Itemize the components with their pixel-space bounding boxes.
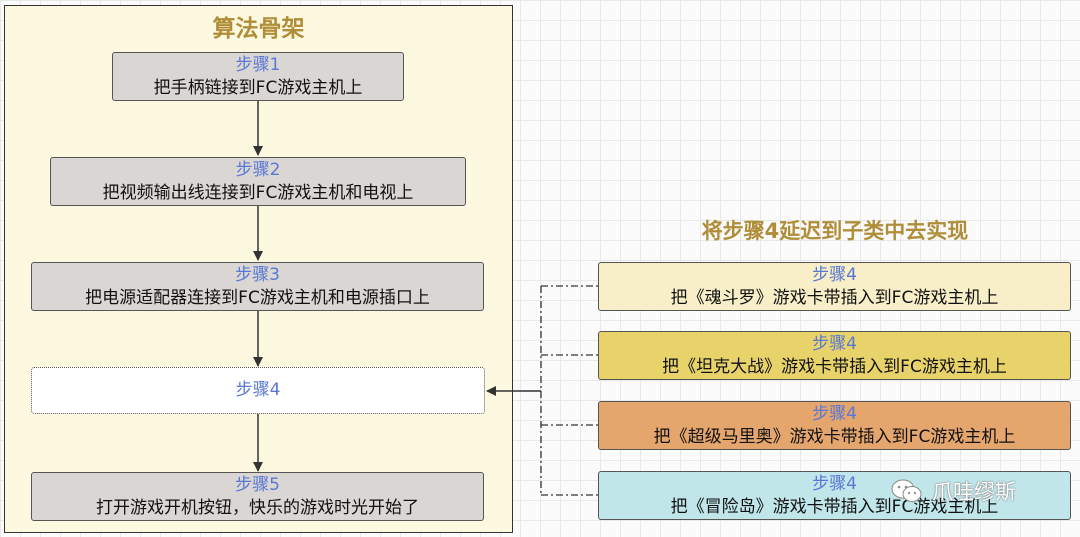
watermark-text: 爪哇缪斯 bbox=[932, 480, 1016, 504]
step-label: 步骤5 bbox=[235, 474, 280, 495]
step-description: 把《冒险岛》游戏卡带插入到FC游戏主机上 bbox=[670, 496, 999, 517]
step-label: 步骤4 bbox=[812, 264, 857, 285]
step-description: 把手柄链接到FC游戏主机上 bbox=[153, 77, 363, 98]
step-label: 步骤4 bbox=[812, 333, 857, 354]
step5-box: 步骤5 打开游戏开机按钮，快乐的游戏时光开始了 bbox=[31, 472, 484, 521]
step-label: 步骤1 bbox=[235, 54, 281, 75]
frame-title: 算法骨架 bbox=[212, 16, 305, 42]
wechat-icon bbox=[891, 479, 922, 502]
impl-tank-box: 步骤4 把《坦克大战》游戏卡带插入到FC游戏主机上 bbox=[598, 331, 1071, 380]
step-label: 步骤2 bbox=[235, 159, 281, 180]
step-description: 把视频输出线连接到FC游戏主机和电视上 bbox=[102, 182, 414, 203]
implementations-title: 将步骤4延迟到子类中去实现 bbox=[701, 219, 969, 243]
step3-box: 步骤3 把电源适配器连接到FC游戏主机和电源插口上 bbox=[31, 262, 484, 311]
step-label: 步骤4 bbox=[235, 380, 281, 400]
impl-mario-box: 步骤4 把《超级马里奥》游戏卡带插入到FC游戏主机上 bbox=[598, 401, 1071, 450]
step-description: 打开游戏开机按钮，快乐的游戏时光开始了 bbox=[96, 497, 419, 518]
step-label: 步骤4 bbox=[812, 403, 857, 424]
step-description: 把电源适配器连接到FC游戏主机和电源插口上 bbox=[85, 287, 430, 308]
step-description: 把《魂斗罗》游戏卡带插入到FC游戏主机上 bbox=[670, 287, 999, 308]
step4-abstract-box: 步骤4 bbox=[31, 367, 485, 414]
step-label: 步骤4 bbox=[812, 473, 857, 494]
step1-box: 步骤1 把手柄链接到FC游戏主机上 bbox=[112, 52, 404, 101]
impl-adventure-island-box: 步骤4 把《冒险岛》游戏卡带插入到FC游戏主机上 bbox=[598, 471, 1071, 520]
step-description: 把《超级马里奥》游戏卡带插入到FC游戏主机上 bbox=[653, 426, 1016, 447]
step-label: 步骤3 bbox=[235, 264, 280, 285]
step2-box: 步骤2 把视频输出线连接到FC游戏主机和电视上 bbox=[50, 157, 466, 206]
step-description: 把《坦克大战》游戏卡带插入到FC游戏主机上 bbox=[662, 356, 1007, 377]
impl-contra-box: 步骤4 把《魂斗罗》游戏卡带插入到FC游戏主机上 bbox=[598, 262, 1071, 311]
watermark: 爪哇缪斯 bbox=[890, 478, 1016, 504]
implementation-connectors bbox=[540, 285, 598, 496]
